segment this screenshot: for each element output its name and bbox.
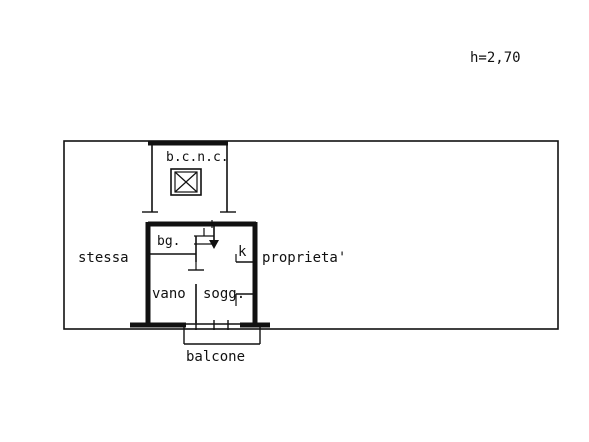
balcony-label: balcone [186, 349, 245, 365]
cellar-room [142, 140, 236, 213]
interior-partitions [150, 220, 253, 323]
left-neighbor-label: stessa [78, 250, 129, 266]
right-neighbor-label: proprieta' [262, 250, 346, 266]
property-boundary [63, 140, 559, 330]
living-room-label: sogg. [203, 286, 245, 302]
cellar-fixture-icon [170, 168, 202, 196]
apartment-walls [130, 221, 270, 330]
cellar-label: b.c.n.c. [166, 150, 229, 165]
kitchen-label: k [238, 244, 247, 260]
balcony-outline [183, 327, 261, 345]
bathroom-label: bg. [157, 234, 180, 249]
room-label: vano [152, 286, 186, 302]
entrance-arrow-icon [209, 224, 219, 249]
ceiling-height-label: h=2,70 [470, 50, 521, 66]
